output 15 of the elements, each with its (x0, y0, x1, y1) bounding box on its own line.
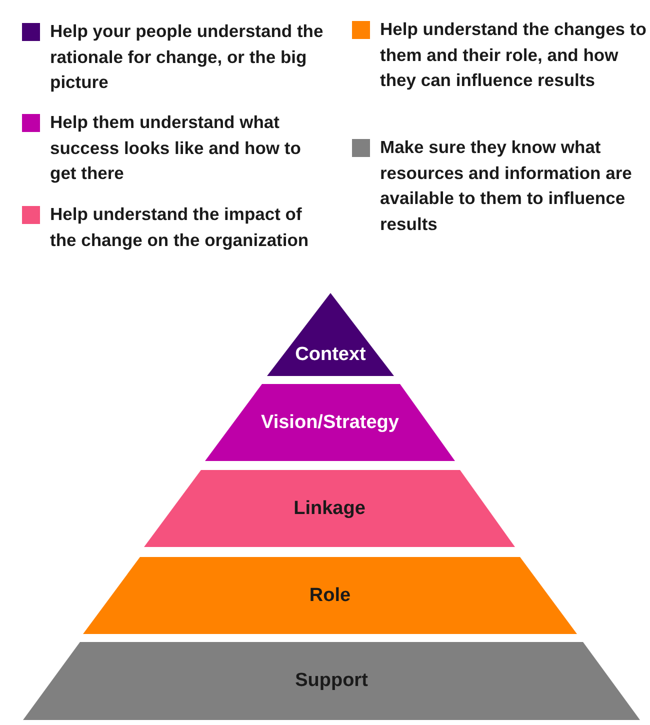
pyramid-tier (205, 384, 455, 461)
legend-text: Help understand the changes to them and their role, and how they can influence results (380, 18, 648, 92)
legend-text: Help your people understand the rationale for change, or the big picture (50, 20, 324, 94)
pyramid-tier (144, 470, 515, 547)
pyramid-tier (267, 293, 394, 376)
legend-text: Make sure they know what resources and information are available to them to influence results (380, 136, 633, 236)
tier-label: Support (295, 670, 368, 692)
pyramid-tier (23, 642, 640, 720)
tier-label: Role (309, 585, 351, 607)
legend-text: Help them understand what success looks like and how to get there (50, 111, 302, 185)
tier-label: Linkage (294, 498, 366, 520)
legend-text: Help understand the impact of the change on the organization (50, 203, 310, 252)
pyramid-tier (83, 557, 577, 634)
tier-label: Vision/Strategy (261, 412, 399, 434)
tier-label: Context (295, 344, 366, 366)
